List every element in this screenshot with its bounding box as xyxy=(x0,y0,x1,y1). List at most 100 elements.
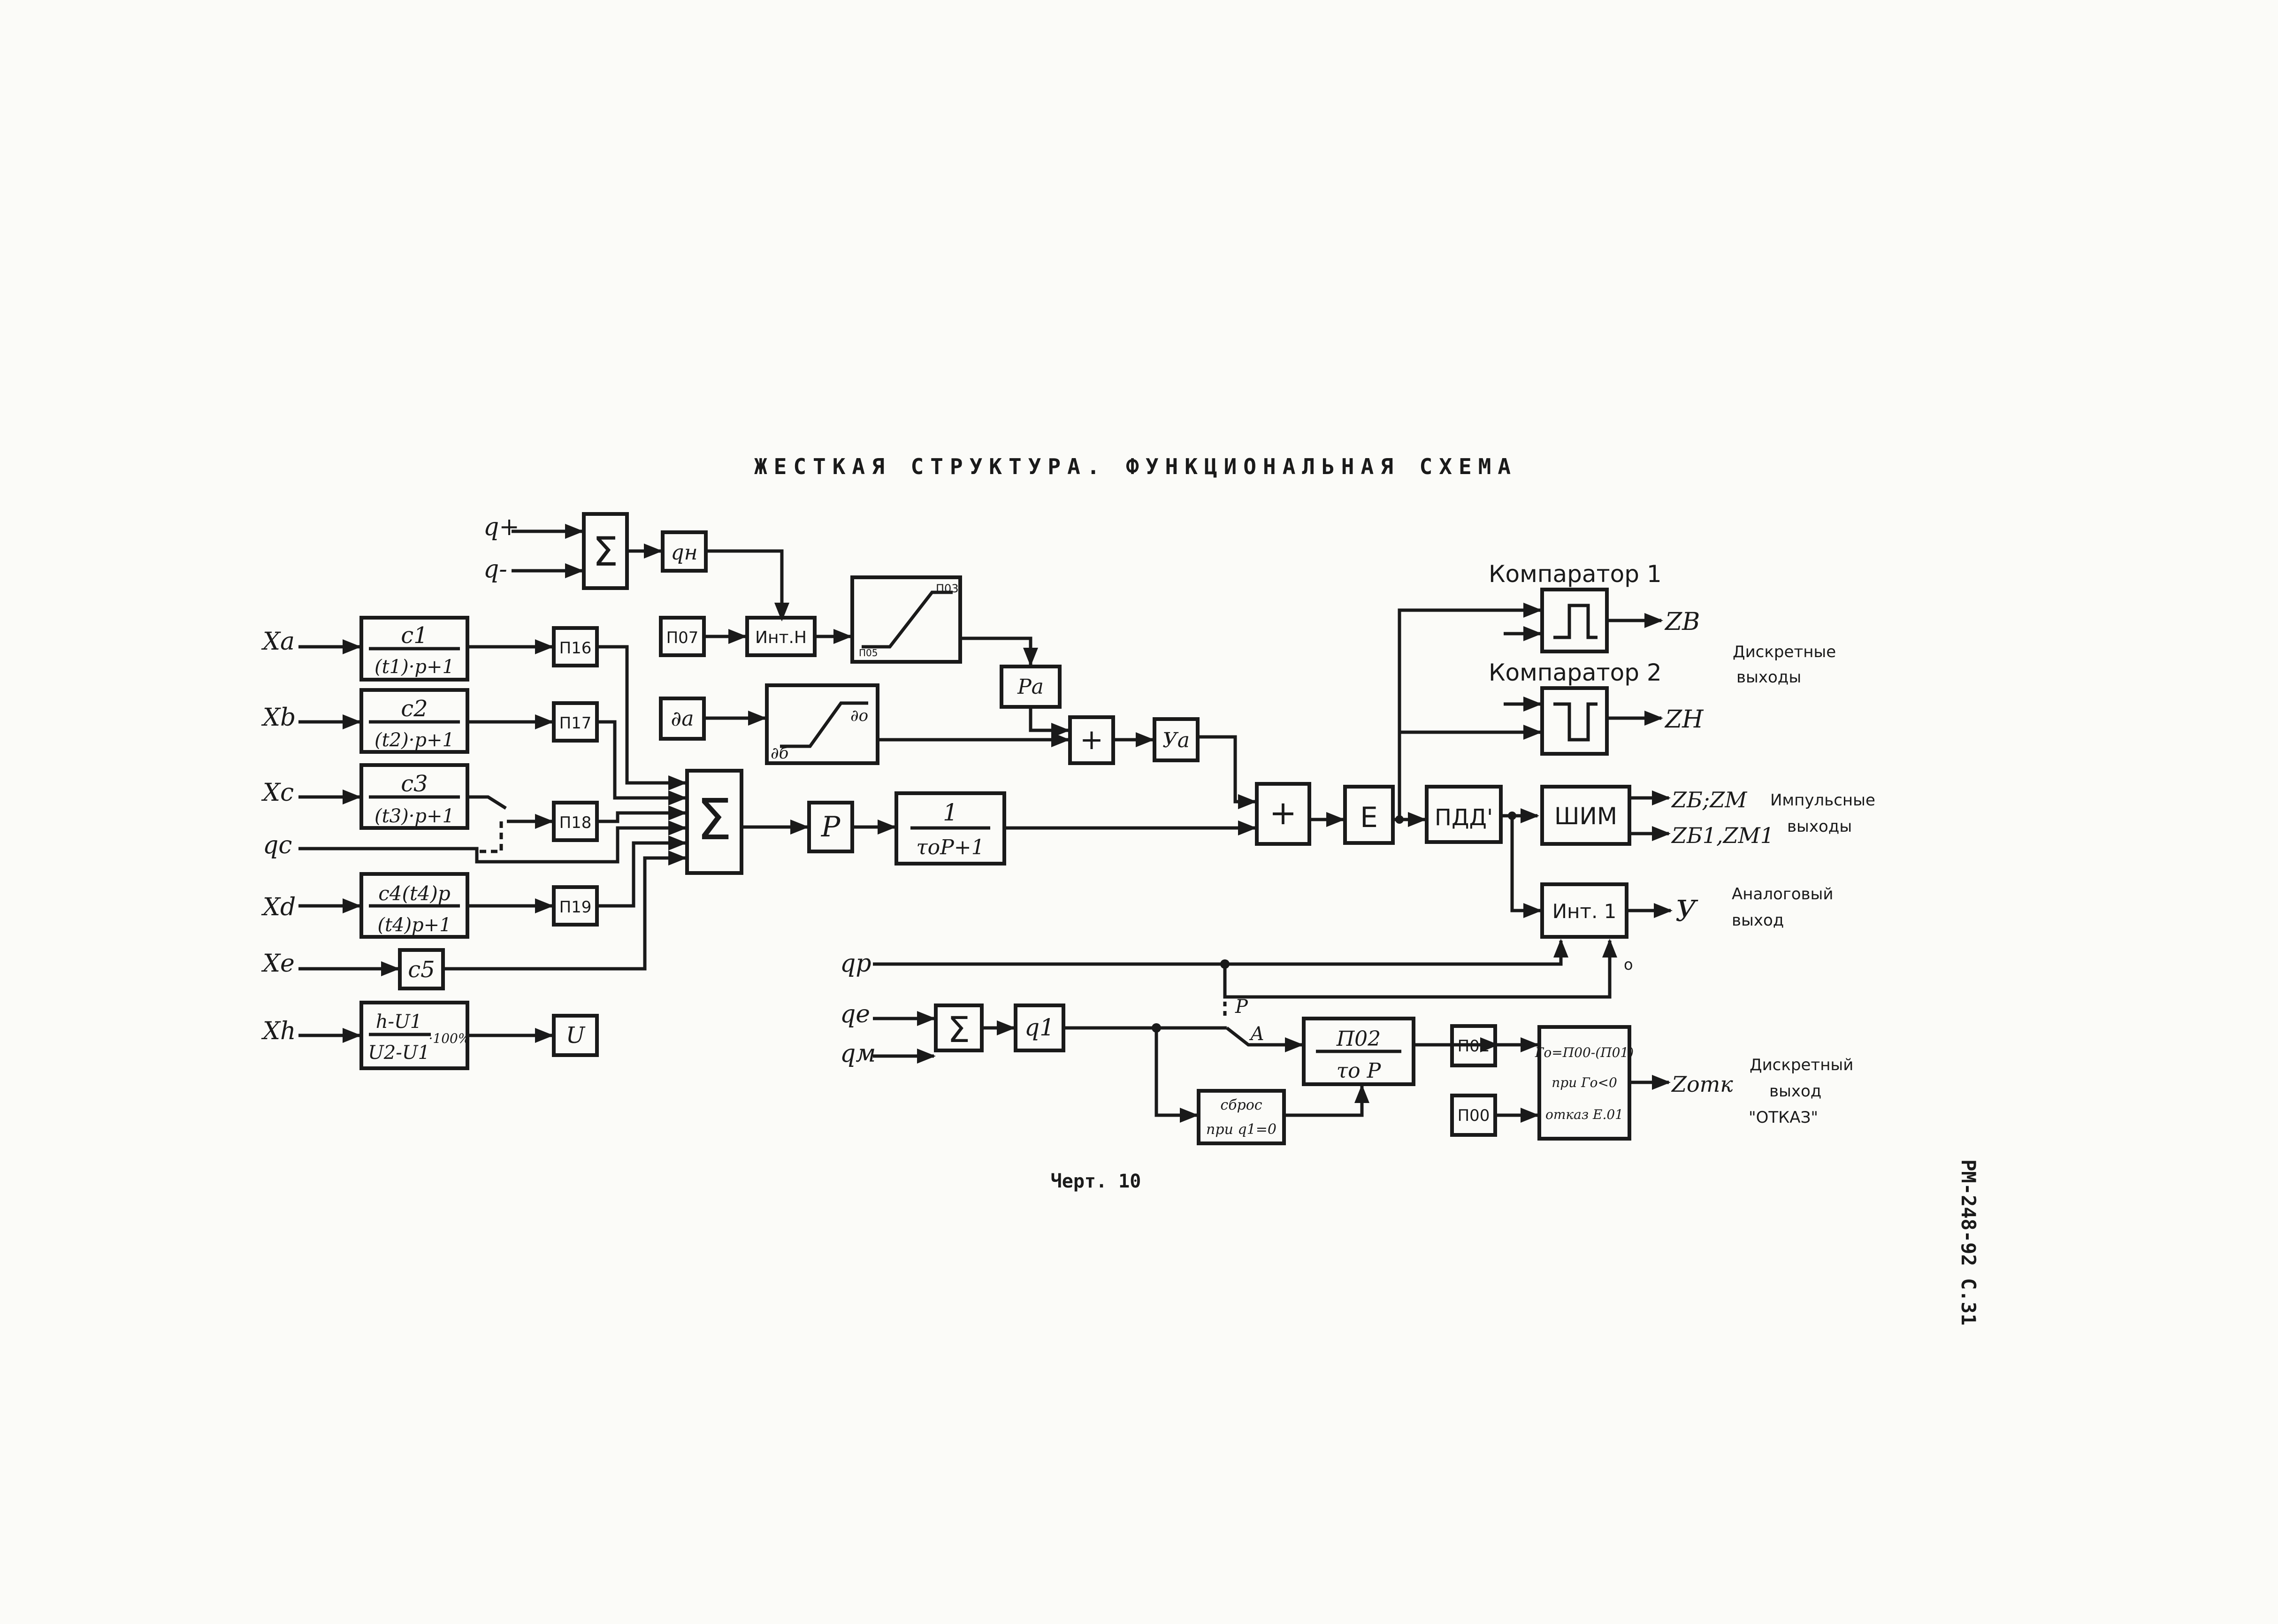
output-y: У xyxy=(1675,894,1698,928)
group-analog-line2: выход xyxy=(1732,911,1784,930)
lag-den: τоP+1 xyxy=(916,835,984,859)
sum-top-symbol: Σ xyxy=(593,529,618,575)
lag-num: 1 xyxy=(943,799,958,826)
comparator2-hysteresis xyxy=(1553,702,1598,742)
group-discrete-line2: выходы xyxy=(1736,668,1801,687)
p19-label: П19 xyxy=(559,898,592,917)
input-qe: qe xyxy=(840,1000,870,1028)
input-qm: qм xyxy=(840,1040,876,1068)
filter4-den: (t4)p+1 xyxy=(377,914,451,936)
group-pulse-line1: Импульсные xyxy=(1770,791,1875,810)
e-label: E xyxy=(1360,801,1378,834)
ya-label: Уа xyxy=(1162,728,1190,752)
group-fault-line3: "ОТКАЗ" xyxy=(1749,1108,1818,1127)
diagram-title: ЖЕСТКАЯ СТРУКТУРА. ФУНКЦИОНАЛЬНАЯ СХЕМА xyxy=(754,454,1517,479)
reset-line1: сброс xyxy=(1220,1097,1262,1113)
input-qp: qp xyxy=(840,950,871,978)
switch-p-label: Р xyxy=(1235,996,1248,1018)
pdd-label: ПДД' xyxy=(1435,804,1493,831)
sum-main-block xyxy=(685,769,743,875)
p01-label: П01 xyxy=(1458,1037,1490,1056)
input-q-plus: q+ xyxy=(483,513,520,541)
group-discrete-line1: Дискретные xyxy=(1733,643,1836,661)
small-o-label: о xyxy=(1624,956,1633,973)
e-block xyxy=(1343,785,1395,845)
p17-label: П17 xyxy=(559,714,592,733)
limiter-top-hi: П03 xyxy=(936,582,959,595)
filter1-num: c1 xyxy=(401,622,428,649)
limiter-mid-lo: ∂б xyxy=(771,744,789,763)
input-xa: Xa xyxy=(261,628,295,656)
pwm-block xyxy=(1540,785,1631,846)
output-zotk: Zотк xyxy=(1671,1072,1733,1097)
fault-line2: при Го<0 xyxy=(1552,1075,1617,1090)
comparator1-hysteresis xyxy=(1553,604,1598,639)
limiter-mid-curve xyxy=(780,701,868,748)
input-qc: qc xyxy=(263,831,292,859)
c5-label: c5 xyxy=(408,957,435,983)
da-label: ∂а xyxy=(671,707,694,731)
p02-num: П02 xyxy=(1336,1027,1381,1051)
qh-label: qн xyxy=(671,541,697,565)
p18-label: П18 xyxy=(559,813,592,832)
fault-line3: отказ Е.01 xyxy=(1545,1107,1623,1122)
input-xe: Xe xyxy=(261,950,295,978)
input-xc: Xc xyxy=(261,779,294,807)
int1-label: Инт. 1 xyxy=(1552,900,1617,923)
input-q-minus: q- xyxy=(483,555,507,583)
p16-label: П16 xyxy=(559,639,592,658)
p00-label: П00 xyxy=(1458,1106,1490,1125)
output-zbzm: ZБ;ZМ xyxy=(1671,787,1748,812)
selector-switch[interactable] xyxy=(467,795,507,810)
p-label: P xyxy=(821,811,841,843)
u-label: U xyxy=(566,1022,586,1049)
input-xd: Xd xyxy=(261,893,296,921)
filter1-den: (t1)·p+1 xyxy=(375,656,454,678)
comparator1-label: Компаратор 1 xyxy=(1489,560,1662,588)
switch-a-label: А xyxy=(1249,1023,1264,1045)
ya-block xyxy=(1153,717,1200,762)
limiter-top-lo: П05 xyxy=(859,647,878,659)
p07-label: П07 xyxy=(666,628,699,647)
limiter-top-curve xyxy=(862,590,953,649)
comparator1-block xyxy=(1540,588,1609,653)
int-h-label: Инт.Н xyxy=(755,628,807,647)
q1-label: q1 xyxy=(1024,1014,1055,1041)
u-block xyxy=(552,1014,599,1057)
plus-mid-symbol: + xyxy=(1080,723,1103,756)
pwm-label: ШИМ xyxy=(1554,803,1617,830)
scaler-den: U2-U1 xyxy=(368,1042,430,1064)
filter2-den: (t2)·p+1 xyxy=(375,729,454,751)
output-zh: ZH xyxy=(1664,705,1704,734)
input-xb: Xb xyxy=(261,704,296,732)
limiter-mid-hi: ∂о xyxy=(850,706,868,725)
sum-bottom-symbol: Σ xyxy=(948,1009,970,1050)
figure-caption: Черт. 10 xyxy=(1051,1171,1141,1192)
filter2-num: c2 xyxy=(401,696,428,722)
pa-label: Ра xyxy=(1017,675,1044,699)
page-side-label: РМ-248-92 С.31 xyxy=(1957,1159,1980,1325)
filter3-den: (t3)·p+1 xyxy=(375,805,454,827)
limiter-mid-block xyxy=(765,683,879,765)
group-pulse-line2: выходы xyxy=(1787,817,1852,836)
plus-main-symbol: + xyxy=(1269,794,1297,832)
input-xh: Xh xyxy=(261,1017,296,1045)
reset-line2: при q1=0 xyxy=(1206,1121,1277,1138)
comparator2-label: Компаратор 2 xyxy=(1489,659,1662,686)
filter4-num: c4(t4)p xyxy=(378,882,451,905)
fault-line1: Го=П00-(П01) xyxy=(1535,1045,1634,1060)
reset-block xyxy=(1197,1089,1286,1145)
scaler-num: h-U1 xyxy=(376,1011,422,1033)
p02-den: τо P xyxy=(1337,1059,1382,1083)
group-analog-line1: Аналоговый xyxy=(1732,885,1834,904)
group-fault-line1: Дискретный xyxy=(1750,1056,1853,1074)
output-zb: ZB xyxy=(1664,608,1700,636)
filter1-block xyxy=(359,616,469,682)
plus-main-block xyxy=(1255,782,1311,846)
scaler-mul: ·100% xyxy=(429,1031,471,1046)
sum-main-symbol: Σ xyxy=(696,788,732,853)
comparator2-block xyxy=(1540,686,1609,756)
group-fault-line2: выход xyxy=(1769,1082,1821,1101)
